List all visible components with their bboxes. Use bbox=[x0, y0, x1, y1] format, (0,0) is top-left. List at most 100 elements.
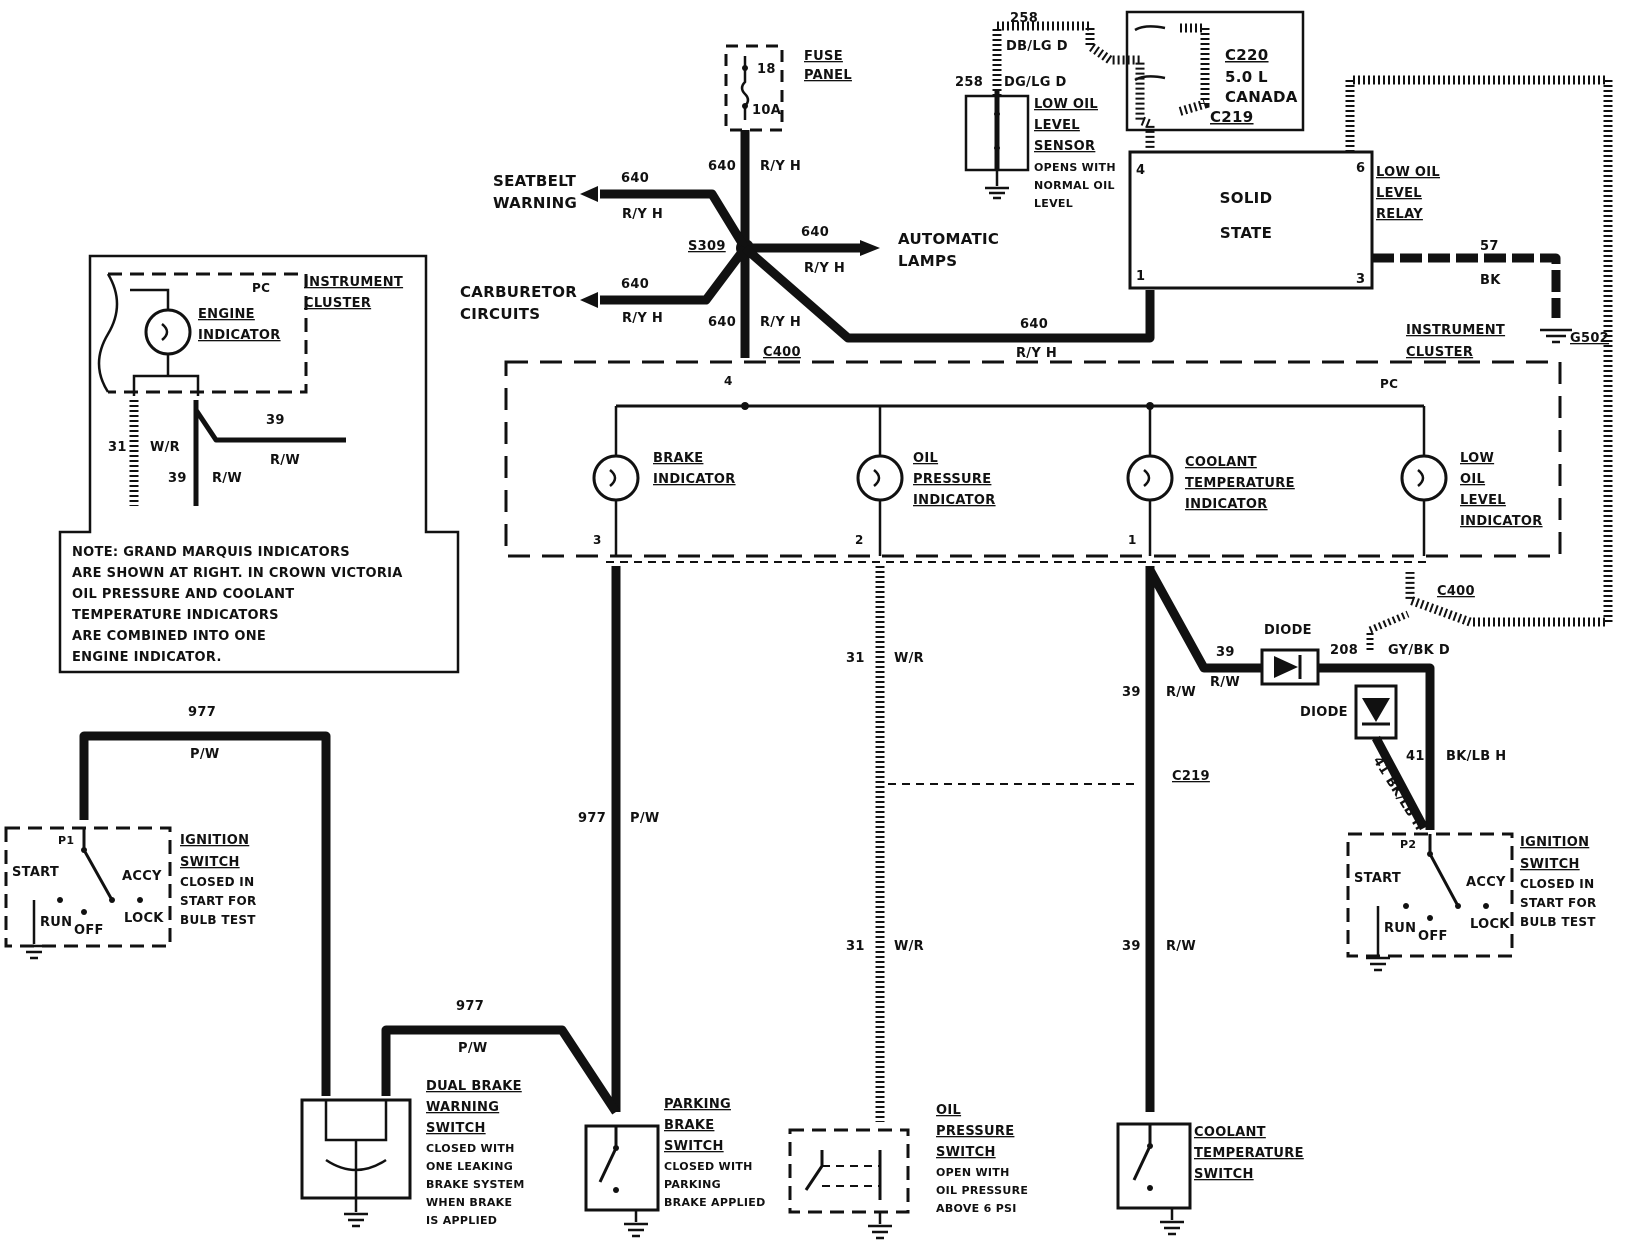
ign-left-pin: P1 bbox=[58, 834, 74, 847]
connector-c400-right: C400 bbox=[1437, 584, 1475, 599]
ign-right-title-1: IGNITION bbox=[1520, 835, 1589, 850]
diode1-label: DIODE bbox=[1264, 623, 1312, 638]
inset-title-2: CLUSTER bbox=[304, 296, 371, 311]
relay-title-1: LOW OIL bbox=[1376, 165, 1440, 180]
bulb-icon bbox=[609, 469, 617, 487]
ignition-switch-right: P2 START ACCY RUN OFF LOCK IGNITION SWIT… bbox=[1346, 832, 1597, 972]
inset-ind-2: INDICATOR bbox=[198, 328, 281, 343]
w39diode-color: R/W bbox=[1210, 675, 1240, 690]
cluster-feed-circuit: 640 bbox=[708, 315, 736, 330]
ign-left-lock: LOCK bbox=[124, 911, 164, 926]
lowoil-ind-2: OIL bbox=[1460, 472, 1485, 487]
oilsw-note-3: ABOVE 6 PSI bbox=[936, 1202, 1017, 1215]
dual-brake-title-1: DUAL BRAKE bbox=[426, 1079, 522, 1094]
carb-color: R/Y H bbox=[622, 311, 663, 326]
w208-circuit: 208 bbox=[1330, 643, 1358, 658]
cluster-feed-color: R/Y H bbox=[760, 315, 801, 330]
diode-icon bbox=[1274, 656, 1298, 678]
fuse-color: R/Y H bbox=[760, 159, 801, 174]
oil-ind-2: PRESSURE bbox=[913, 472, 991, 487]
w41a-circuit: 41 bbox=[1406, 749, 1425, 764]
sensor-w1-circuit: 258 bbox=[1010, 11, 1038, 26]
carb-label-1: CARBURETOR bbox=[460, 283, 577, 301]
inset-title-1: INSTRUMENT bbox=[304, 275, 403, 290]
dual-brake-note-5: IS APPLIED bbox=[426, 1214, 497, 1227]
connector-c400-top: C400 bbox=[763, 345, 801, 360]
w977-low-circuit: 977 bbox=[456, 999, 484, 1014]
w39b-circuit: 39 bbox=[1122, 939, 1141, 954]
wire-977-ignition bbox=[79, 731, 331, 1096]
w977-top-color: P/W bbox=[190, 747, 220, 762]
inset-note-1: NOTE: GRAND MARQUIS INDICATORS bbox=[72, 545, 350, 560]
indicator-low-oil: LOW OIL LEVEL INDICATOR bbox=[1400, 406, 1542, 556]
lamps-label-1: AUTOMATIC bbox=[898, 230, 999, 248]
wire-41-diode bbox=[1372, 735, 1428, 831]
w39a-color: R/W bbox=[1166, 685, 1196, 700]
low-oil-relay: SOLID STATE 4 6 1 3 LOW OIL LEVEL RELAY bbox=[1128, 150, 1440, 290]
wire-relay-to-indicator bbox=[1345, 75, 1613, 627]
ign-right-lock: LOCK bbox=[1470, 917, 1510, 932]
ign-left-run: RUN bbox=[40, 915, 72, 930]
coolsw-title-2: TEMPERATURE bbox=[1194, 1146, 1304, 1161]
sensor-ground-icon bbox=[985, 170, 1009, 200]
inset-wire-39 bbox=[193, 400, 346, 506]
sensor-note-3: LEVEL bbox=[1034, 197, 1073, 210]
ground-icon bbox=[22, 900, 46, 960]
seatbelt-circuit: 640 bbox=[621, 171, 649, 186]
ign-right-accy: ACCY bbox=[1466, 875, 1506, 890]
fuse-circuit: 640 bbox=[708, 159, 736, 174]
indicator-coolant: COOLANT TEMPERATURE INDICATOR 1 bbox=[1126, 406, 1294, 556]
lowoil-ind-1: LOW bbox=[1460, 451, 1494, 466]
oil-ind-3: INDICATOR bbox=[913, 493, 996, 508]
sensor-note-1: OPENS WITH bbox=[1034, 161, 1116, 174]
connector-c219-top: C219 bbox=[1210, 108, 1254, 126]
ign-left-note-2: START FOR bbox=[180, 894, 257, 908]
relay-pin-3: 3 bbox=[1356, 272, 1365, 287]
brake-pin: 3 bbox=[593, 533, 602, 547]
arrow-seatbelt-icon bbox=[580, 186, 598, 202]
inset-w3-circuit: 39 bbox=[266, 413, 285, 428]
relay-line2: STATE bbox=[1220, 224, 1272, 242]
lamps-label-2: LAMPS bbox=[898, 252, 957, 270]
inset-note-4: TEMPERATURE INDICATORS bbox=[72, 608, 279, 623]
parking-note-2: PARKING bbox=[664, 1178, 721, 1191]
parking-note-3: BRAKE APPLIED bbox=[664, 1196, 766, 1209]
lamps-color: R/Y H bbox=[804, 261, 845, 276]
diode-icon bbox=[1362, 698, 1390, 722]
w41a-color: BK/LB H bbox=[1446, 749, 1506, 764]
relay-pin-6: 6 bbox=[1356, 161, 1365, 176]
inset-ind-1: ENGINE bbox=[198, 307, 255, 322]
ign-right-note-2: START FOR bbox=[1520, 896, 1597, 910]
w31b-circuit: 31 bbox=[846, 939, 865, 954]
ignition-switch-left: P1 START ACCY RUN OFF LOCK IGNITION SWIT… bbox=[4, 826, 257, 960]
indicator-oil-pressure: OIL PRESSURE INDICATOR 2 bbox=[855, 406, 996, 556]
ign-left-title-2: SWITCH bbox=[180, 855, 240, 870]
oil-pressure-switch: OIL PRESSURE SWITCH OPEN WITH OIL PRESSU… bbox=[788, 1103, 1028, 1240]
wire-41-main bbox=[1318, 663, 1435, 830]
relay-line1: SOLID bbox=[1220, 189, 1273, 207]
ground-g502: G502 bbox=[1570, 331, 1609, 346]
bulb-icon bbox=[873, 469, 881, 487]
sensor-title-1: LOW OIL bbox=[1034, 97, 1098, 112]
low-oil-sensor: LOW OIL LEVEL SENSOR OPENS WITH NORMAL O… bbox=[964, 90, 1116, 210]
dual-brake-title-3: SWITCH bbox=[426, 1121, 486, 1136]
w977-top-circuit: 977 bbox=[188, 705, 216, 720]
fuse-panel-title-2: PANEL bbox=[804, 68, 852, 83]
inset-w1-circuit: 31 bbox=[108, 440, 127, 455]
ground-icon bbox=[344, 1200, 368, 1228]
wire-640-relay bbox=[742, 244, 1155, 343]
relay-pin-1: 1 bbox=[1136, 269, 1145, 284]
connector-c220: C220 bbox=[1225, 46, 1269, 64]
inset-note-3: OIL PRESSURE AND COOLANT bbox=[72, 587, 294, 602]
w39diode-circuit: 39 bbox=[1216, 645, 1235, 660]
brake-ind-1: BRAKE bbox=[653, 451, 703, 466]
cluster-title-2: CLUSTER bbox=[1406, 345, 1473, 360]
w208-color: GY/BK D bbox=[1388, 643, 1450, 658]
connector-c219: C219 bbox=[1172, 769, 1210, 784]
wire-258 bbox=[992, 21, 1155, 152]
inset-w3-color: R/W bbox=[270, 453, 300, 468]
ground-icon bbox=[1366, 906, 1390, 972]
parking-note-1: CLOSED WITH bbox=[664, 1160, 753, 1173]
